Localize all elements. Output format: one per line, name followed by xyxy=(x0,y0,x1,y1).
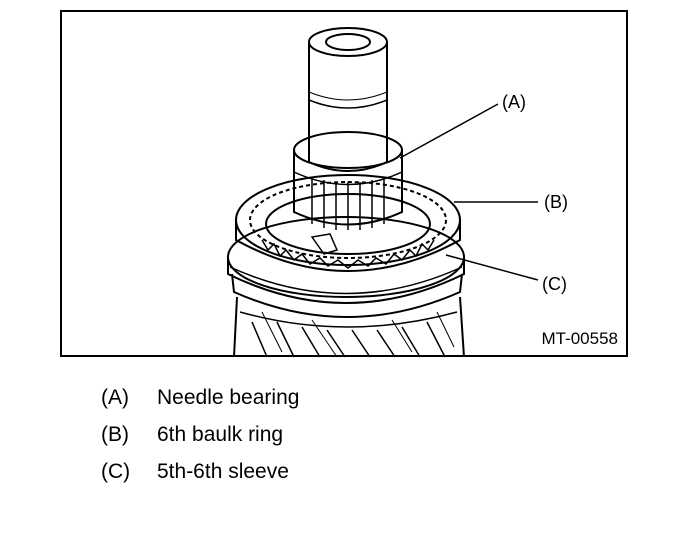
callout-label-b: (B) xyxy=(544,192,568,212)
legend-key: (C) xyxy=(101,460,131,483)
figure-code: MT-00558 xyxy=(541,329,618,348)
callout-label-c: (C) xyxy=(542,274,567,294)
callout-label-a: (A) xyxy=(502,92,526,112)
legend-key: (B) xyxy=(101,423,129,446)
needle-bearing xyxy=(293,131,403,230)
leader-line-a xyxy=(399,103,499,159)
legend-text: Needle bearing xyxy=(157,386,300,409)
sleeve-5th-6th xyxy=(227,216,465,318)
baulk-ring-6th xyxy=(235,174,461,272)
legend-key: (A) xyxy=(101,386,129,409)
leader-line-c xyxy=(445,254,539,281)
legend-text: 6th baulk ring xyxy=(157,423,284,446)
legend-text: 5th-6th sleeve xyxy=(157,460,289,483)
figure-frame: (A) (B) (C) MT-00558 xyxy=(60,10,628,358)
gear-body xyxy=(233,296,465,358)
shaft xyxy=(308,27,388,172)
shaft-assembly-illustration xyxy=(227,27,539,358)
